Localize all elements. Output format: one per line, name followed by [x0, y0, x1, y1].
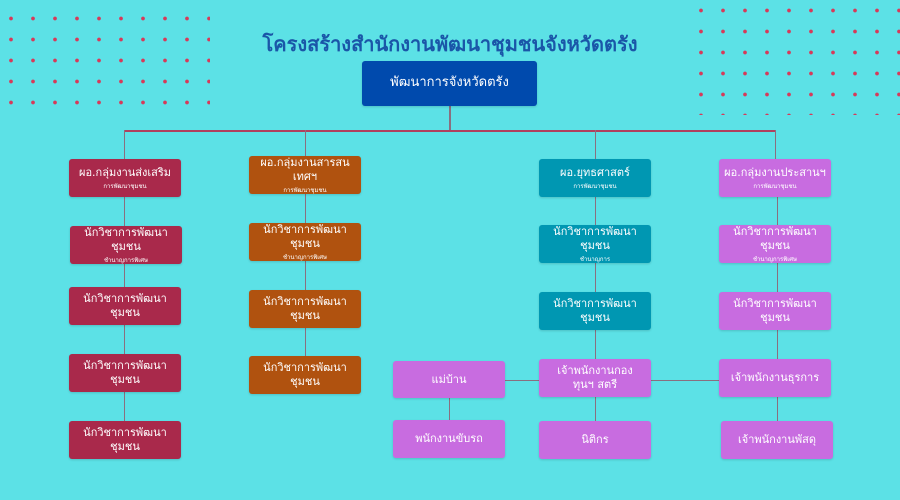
dot-pattern-right — [690, 0, 900, 115]
head-label: พัฒนาการจังหวัดตรัง — [390, 75, 509, 91]
col1-staff: นักวิชาการพัฒนาชุมชนชำนาญการพิเศษ — [70, 226, 182, 264]
sublabel: ชำนาญการพิเศษ — [752, 255, 798, 263]
sublabel: การพัฒนาชุมชน — [753, 182, 797, 190]
connector — [595, 130, 596, 159]
label: นักวิชาการพัฒนาชุมชน — [83, 426, 167, 453]
head-box: พัฒนาการจังหวัดตรัง — [362, 61, 537, 106]
connector — [449, 398, 450, 420]
col2-staff: นักวิชาการพัฒนาชุมชน — [249, 356, 361, 394]
connector — [124, 130, 125, 159]
dot-pattern-left — [0, 8, 210, 113]
sublabel: การพัฒนาชุมชน — [283, 186, 327, 194]
label: นักวิชาการพัฒนาชุมชน — [263, 223, 347, 250]
col3-staff: นักวิชาการพัฒนาชุมชน — [539, 292, 651, 330]
label: นักวิชาการพัฒนาชุมชน — [553, 297, 637, 324]
driver-box: พนักงานขับรถ — [393, 420, 505, 458]
label: ผอ.กลุ่มงานประสานฯ — [724, 165, 826, 179]
col2-staff: นักวิชาการพัฒนาชุมชนชำนาญการพิเศษ — [249, 223, 361, 261]
label: ผอ.กลุ่มงานสารสนเทศฯ — [260, 156, 350, 183]
sublabel: การพัฒนาชุมชน — [103, 182, 147, 190]
sublabel: ชำนาญการพิเศษ — [282, 253, 328, 261]
label: นักวิชาการพัฒนาชุมชน — [84, 226, 168, 253]
sublabel: ชำนาญการ — [579, 255, 611, 263]
label: นักวิชาการพัฒนาชุมชน — [733, 297, 817, 324]
col1-director: ผอ.กลุ่มงานส่งเสริมการพัฒนาชุมชน — [69, 159, 181, 197]
col1-staff: นักวิชาการพัฒนาชุมชน — [69, 287, 181, 325]
col4-director: ผอ.กลุ่มงานประสานฯการพัฒนาชุมชน — [719, 159, 831, 197]
label: ผอ.ยุทธศาสตร์ — [560, 165, 630, 179]
col4-staff: นักวิชาการพัฒนาชุมชน — [719, 292, 831, 330]
label: นักวิชาการพัฒนาชุมชน — [733, 225, 817, 252]
col1-staff: นักวิชาการพัฒนาชุมชน — [69, 421, 181, 459]
label: นักวิชาการพัฒนาชุมชน — [263, 361, 347, 388]
label: เจ้าพนักงานกองทุนฯ สตรี — [557, 364, 633, 391]
connector — [775, 130, 776, 159]
label: ผอ.กลุ่มงานส่งเสริม — [79, 165, 171, 179]
col3-staff: นิติกร — [539, 421, 651, 459]
sublabel: การพัฒนาชุมชน — [573, 182, 617, 190]
label: เจ้าพนักงานธุรการ — [730, 371, 820, 385]
connector — [124, 130, 776, 132]
connector — [449, 106, 451, 131]
col3-director: ผอ.ยุทธศาสตร์การพัฒนาชุมชน — [539, 159, 651, 197]
col4-staff: นักวิชาการพัฒนาชุมชนชำนาญการพิเศษ — [719, 225, 831, 263]
col2-staff: นักวิชาการพัฒนาชุมชน — [249, 290, 361, 328]
chart-title: โครงสร้างสำนักงานพัฒนาชุมชนจังหวัดตรัง — [262, 32, 638, 56]
connector — [305, 130, 306, 156]
col3-staff: เจ้าพนักงานกองทุนฯ สตรี — [539, 359, 651, 397]
label: แม่บ้าน — [431, 372, 467, 386]
label: นักวิชาการพัฒนาชุมชน — [263, 295, 347, 322]
label: นักวิชาการพัฒนาชุมชน — [553, 225, 637, 252]
col4-staff: เจ้าพนักงานธุรการ — [719, 359, 831, 397]
col4-staff: เจ้าพนักงานพัสดุ — [721, 421, 833, 459]
label: นักวิชาการพัฒนาชุมชน — [83, 359, 167, 386]
sublabel: ชำนาญการพิเศษ — [103, 256, 149, 264]
label: เจ้าพนักงานพัสดุ — [738, 433, 816, 447]
housekeeper-box: แม่บ้าน — [393, 361, 505, 398]
label: นักวิชาการพัฒนาชุมชน — [83, 292, 167, 319]
connector — [305, 194, 306, 356]
col2-director: ผอ.กลุ่มงานสารสนเทศฯการพัฒนาชุมชน — [249, 156, 361, 194]
label: นิติกร — [581, 433, 609, 447]
col1-staff: นักวิชาการพัฒนาชุมชน — [69, 354, 181, 392]
col3-staff: นักวิชาการพัฒนาชุมชนชำนาญการ — [539, 225, 651, 263]
label: พนักงานขับรถ — [415, 432, 483, 446]
